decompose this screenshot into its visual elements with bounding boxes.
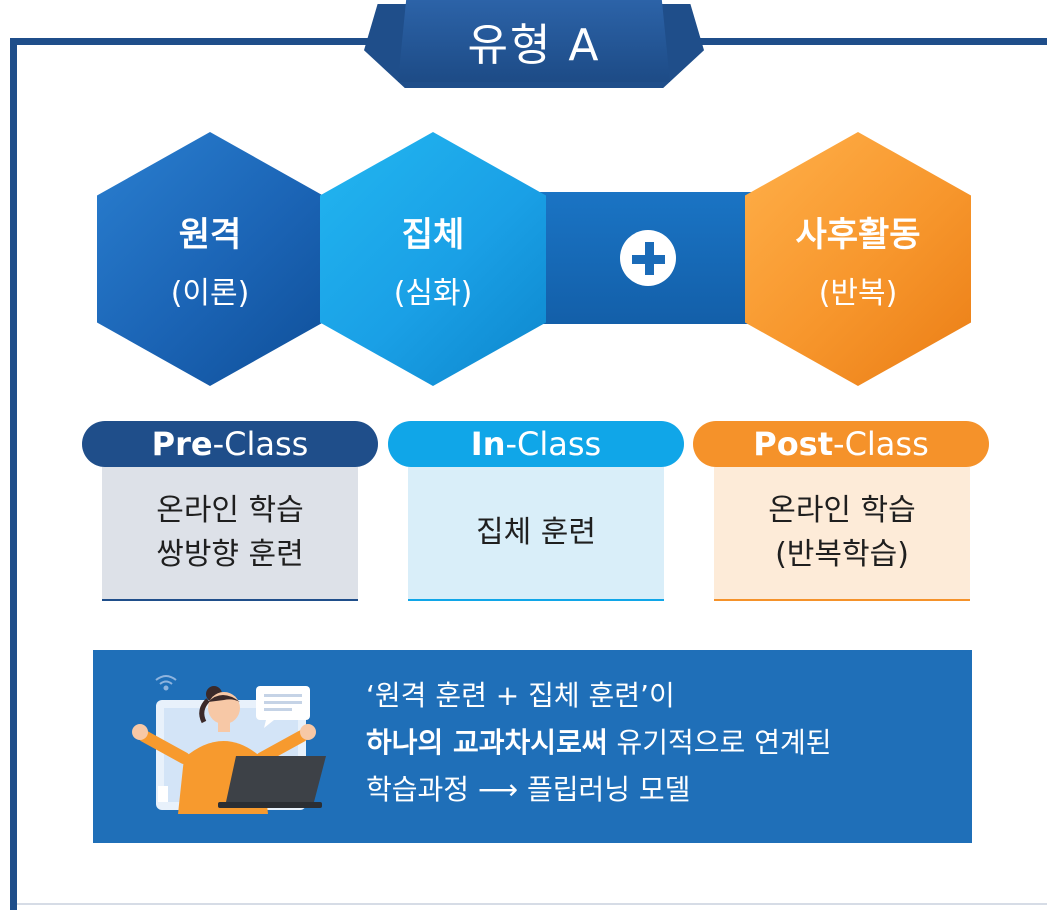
hex-follow-up: 사후활동 (반복)	[745, 132, 971, 386]
in-class-line-1: 집체 훈련	[476, 515, 596, 550]
post-class-label-bold: Post	[753, 425, 834, 463]
hex-group: 집체 (심화)	[320, 132, 546, 386]
summary-text: ‘원격 훈련 + 집체 훈련’이 하나의 교과차시로써 유기적으로 연계된 학습…	[366, 672, 966, 813]
post-class-label: Post-Class	[693, 421, 989, 467]
in-class-box: 집체 훈련	[408, 467, 664, 601]
summary-line-1: ‘원격 훈련 + 집체 훈련’이	[366, 679, 675, 712]
frame-left-border	[10, 38, 17, 910]
summary-line-2-rest: 유기적으로 연계된	[607, 726, 832, 759]
page-title: 유형 A	[467, 20, 601, 71]
teacher-illustration	[132, 675, 326, 814]
chat-bubble-icon	[256, 686, 310, 728]
in-class-label-bold: In	[470, 425, 506, 463]
post-class-box: 온라인 학습 (반복학습)	[714, 467, 970, 601]
summary-line-2: 하나의 교과차시로써 유기적으로 연계된	[366, 719, 966, 766]
pre-class-line-1: 온라인 학습	[156, 493, 304, 528]
title-tab: 유형 A	[398, 0, 670, 82]
post-class-line-1: 온라인 학습	[768, 493, 916, 528]
in-class-label-rest: -Class	[505, 425, 602, 463]
hex-remote: 원격 (이론)	[97, 132, 323, 386]
hex-follow-up-title: 사후활동	[795, 214, 921, 255]
pre-class-label-bold: Pre	[151, 425, 213, 463]
in-class-label: In-Class	[388, 421, 684, 467]
post-class-label-rest: -Class	[833, 425, 929, 463]
hex-follow-up-subtitle: (반복)	[818, 275, 898, 311]
hex-group-subtitle: (심화)	[393, 275, 473, 311]
pre-class-label: Pre-Class	[82, 421, 378, 467]
frame-bottom-border	[17, 903, 1047, 905]
hex-remote-subtitle: (이론)	[170, 275, 250, 311]
laptop-icon	[218, 756, 326, 808]
hex-connector-band	[535, 192, 760, 324]
hex-group-title: 집체	[401, 214, 465, 255]
post-class-line-2: (반복학습)	[775, 537, 909, 572]
plus-icon	[619, 230, 676, 286]
pre-class-line-2: 쌍방향 훈련	[156, 537, 304, 572]
pre-class-label-rest: -Class	[212, 425, 309, 463]
hex-remote-title: 원격	[178, 214, 242, 255]
summary-line-3: 학습과정 ⟶ 플립러닝 모델	[366, 773, 691, 806]
summary-line-2-bold: 하나의 교과차시로써	[366, 726, 608, 759]
pre-class-box: 온라인 학습 쌍방향 훈련	[102, 467, 358, 601]
wifi-icon	[155, 675, 177, 691]
monitor-stand	[158, 786, 168, 802]
